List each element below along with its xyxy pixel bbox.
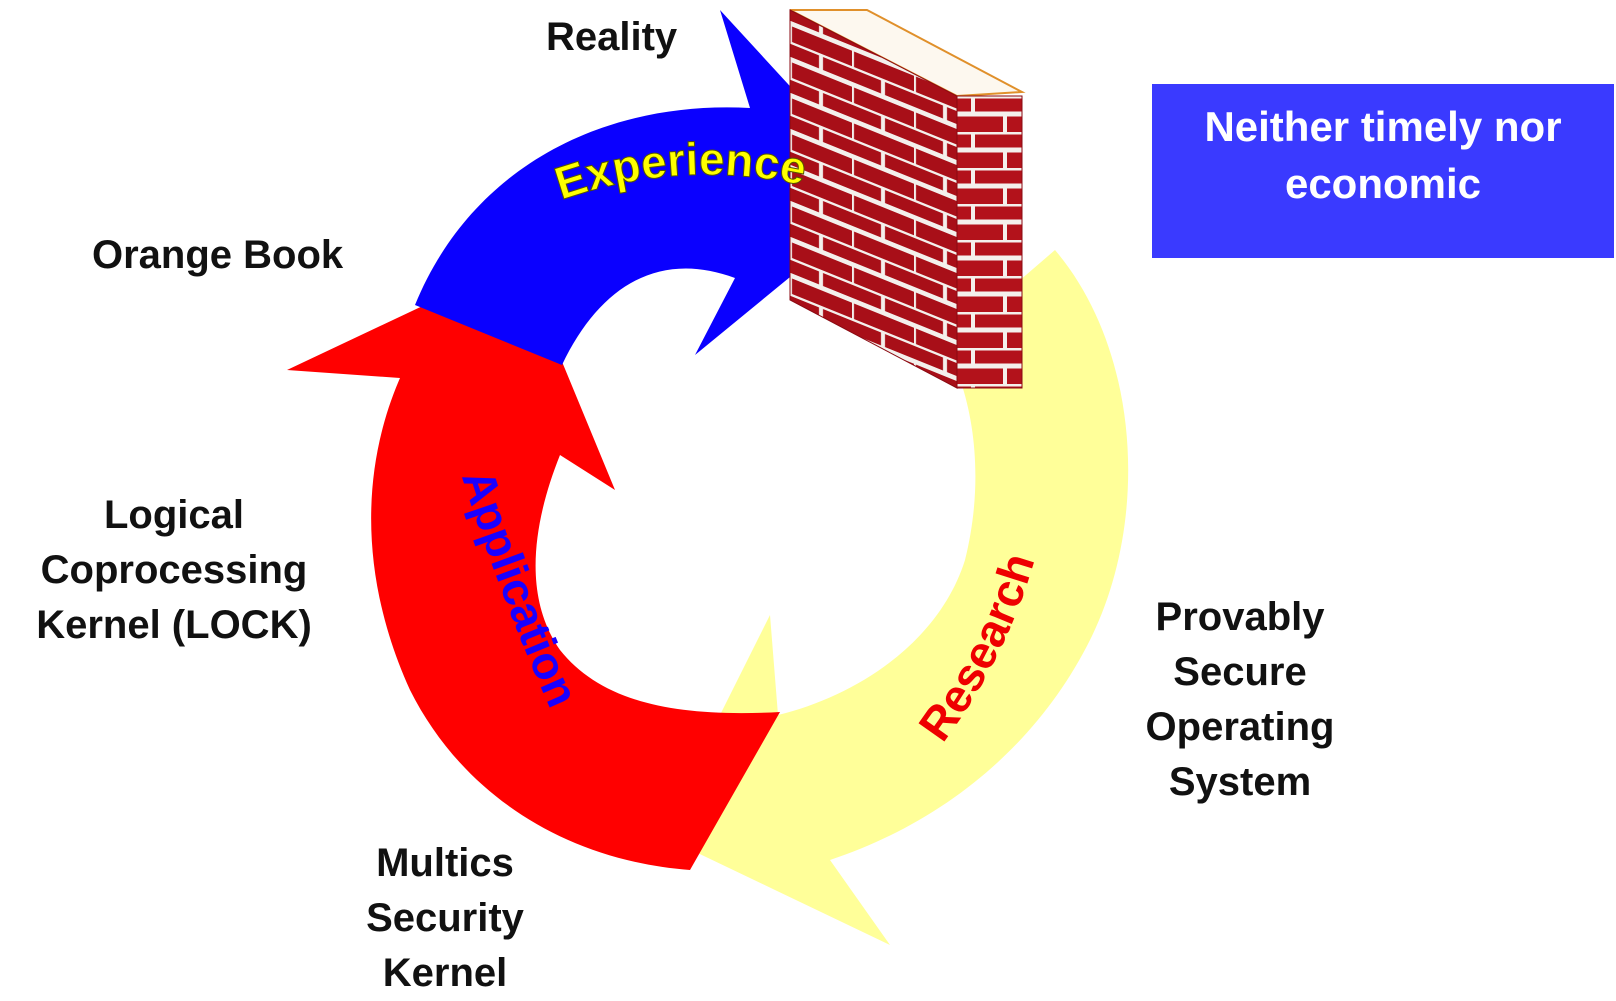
- lock-line-2: Coprocessing: [40, 548, 308, 592]
- callout-box: Neither timely nor economic: [1152, 84, 1614, 258]
- brick-wall-icon: [789, 9, 1026, 389]
- orange-book-label: Orange Book: [92, 233, 344, 277]
- multics-line-1: Multics: [376, 841, 514, 885]
- wall-front: [956, 95, 1023, 389]
- application-arrow: [287, 260, 780, 870]
- provably-line-4: System: [1168, 760, 1312, 804]
- research-arrow: [660, 250, 1129, 945]
- lock-label: Logical Coprocessing Kernel (LOCK): [14, 488, 334, 653]
- multics-line-2: Security: [366, 896, 524, 940]
- callout-text: Neither timely nor economic: [1204, 103, 1562, 207]
- provably-line-3: Operating: [1145, 705, 1335, 749]
- multics-label: Multics Security Kernel: [335, 836, 555, 1001]
- lock-line-1: Logical: [103, 493, 245, 537]
- provably-line-2: Secure: [1173, 650, 1307, 694]
- lock-line-3: Kernel (LOCK): [36, 603, 312, 647]
- experience-arrow: [415, 10, 890, 365]
- reality-label: Reality: [546, 15, 678, 59]
- multics-line-3: Kernel: [382, 951, 508, 995]
- provably-line-1: Provably: [1155, 595, 1325, 639]
- provably-secure-label: Provably Secure Operating System: [1120, 590, 1360, 810]
